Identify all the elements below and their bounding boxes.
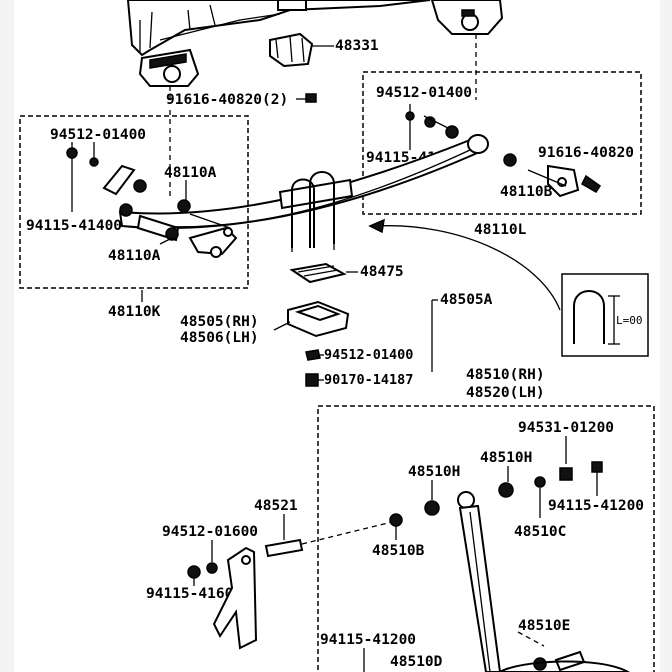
- label-48475: 48475: [360, 264, 404, 280]
- group-box-48110L: [362, 71, 642, 215]
- label-48506-lh: 48506(LH): [180, 330, 259, 346]
- label-48510H-left: 48510H: [408, 464, 460, 480]
- u-bolt-pair: [291, 171, 335, 252]
- label-94512-01600: 94512-01600: [162, 524, 258, 540]
- label-91616-right: 91616-40820: [538, 145, 634, 161]
- label-48110B: 48110B: [500, 184, 553, 200]
- label-48505-rh: 48505(RH): [180, 314, 259, 330]
- rear-hanger-bracket: [430, 0, 504, 35]
- parts-sheet: [14, 0, 660, 672]
- label-48521: 48521: [254, 498, 298, 514]
- label-48510H-right: 48510H: [480, 450, 532, 466]
- spring-seat: [287, 300, 350, 338]
- label-48110A-bottom: 48110A: [108, 248, 161, 264]
- label-94512-left: 94512-01400: [50, 127, 146, 143]
- label-48331: 48331: [335, 38, 379, 54]
- label-94512-lower: 94512-01400: [324, 347, 413, 363]
- label-48510C: 48510C: [514, 524, 566, 540]
- label-94512-right: 94512-01400: [376, 85, 472, 101]
- label-ubolt-length: L=00: [616, 314, 643, 327]
- label-94531: 94531-01200: [518, 420, 614, 436]
- label-48110A-top: 48110A: [164, 165, 217, 181]
- frame-rail: [126, 0, 431, 57]
- label-48510-rh: 48510(RH): [466, 367, 545, 383]
- label-48520-lh: 48520(LH): [466, 385, 545, 401]
- ubolt-length-callout: L=00: [561, 273, 649, 357]
- label-91616-upper: 91616-40820(2): [166, 92, 288, 108]
- label-48505A: 48505A: [440, 292, 493, 308]
- group-box-48110K: [19, 115, 249, 289]
- shock-lower-bracket: [212, 546, 258, 650]
- label-94115-41200-right: 94115-41200: [548, 498, 644, 514]
- group-box-shock-absorber: [317, 405, 655, 672]
- label-90170: 90170-14187: [324, 372, 413, 388]
- label-94115-left: 94115-41400: [26, 218, 122, 234]
- label-94115-41600: 94115-41600: [146, 586, 242, 602]
- label-94115-41200-bottom: 94115-41200: [320, 632, 416, 648]
- label-48510B: 48510B: [372, 543, 425, 559]
- front-hanger-bracket: [138, 48, 200, 87]
- shock-absorber: [457, 491, 502, 672]
- label-48510D: 48510D: [390, 654, 443, 670]
- spacer-48475: [289, 262, 347, 284]
- label-48510E: 48510E: [518, 618, 570, 634]
- label-48110L: 48110L: [474, 222, 527, 238]
- label-48110K: 48110K: [108, 304, 161, 320]
- bumper-stopper-48331: [269, 32, 314, 68]
